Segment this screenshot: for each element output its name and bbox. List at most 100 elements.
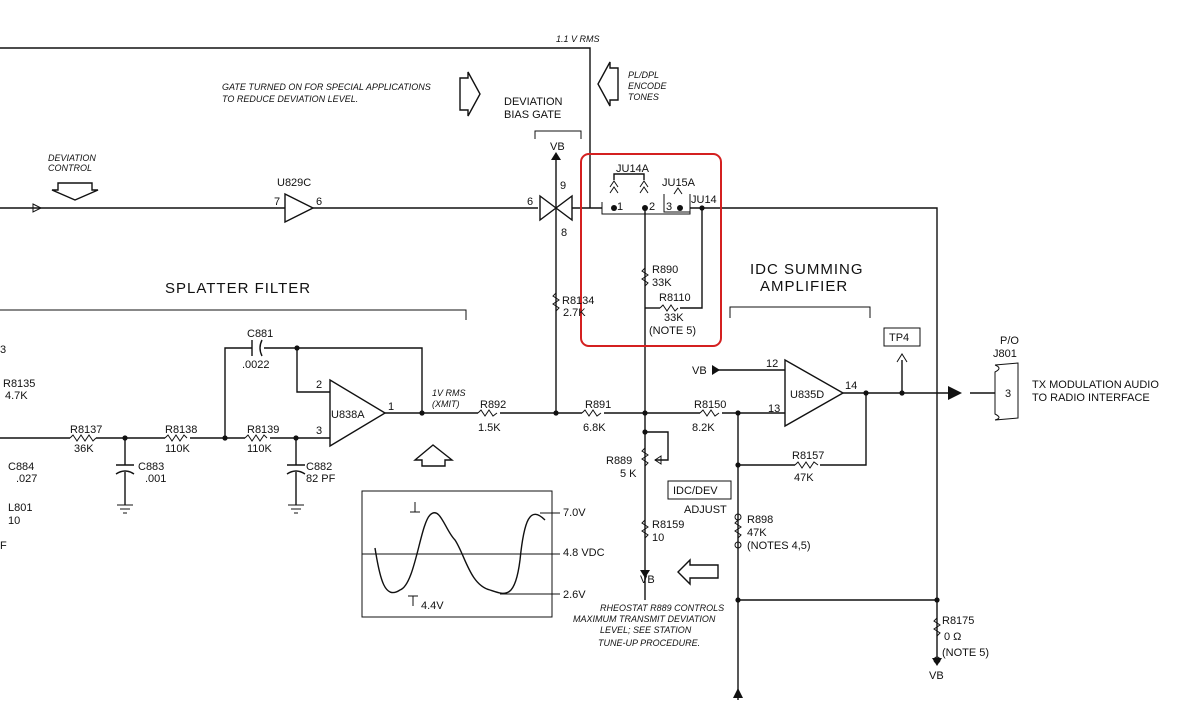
pin-7: 7 (274, 196, 280, 208)
rheo-line3: LEVEL; SEE STATION (600, 625, 692, 635)
label-r898: R898 (747, 514, 773, 526)
resistor-r8137 (69, 434, 97, 442)
label-r8150: R8150 (694, 399, 726, 411)
up-arrow-icon (413, 444, 455, 467)
resistor-r8159 (641, 519, 649, 539)
dev-ctrl-line1: DEVIATION (48, 153, 96, 163)
grounds (117, 504, 304, 514)
label-r8137: R8137 (70, 424, 102, 436)
label-c882: C882 (306, 461, 332, 473)
scope-inset (361, 490, 560, 618)
down-arrow-icon (51, 182, 99, 201)
label-r8157: R8157 (792, 450, 824, 462)
label-r8159: R8159 (652, 519, 684, 531)
left-arrow-icon (677, 558, 719, 586)
label-r8138: R8138 (165, 424, 197, 436)
scope-44v: 4.4V (421, 600, 444, 612)
tp4-arrow-icon (896, 353, 908, 363)
brackets (0, 130, 871, 320)
left-edge-b: 3 (0, 344, 6, 356)
label-c883: C883 (138, 461, 164, 473)
value-r8157: 47K (794, 472, 814, 484)
scope-26v: 2.6V (563, 589, 586, 601)
label-ju14a: JU14A (616, 163, 650, 175)
label-vb-amp: VB (692, 365, 707, 377)
label-idc-line1: IDC SUMMING (750, 261, 864, 278)
pin-14: 14 (845, 380, 857, 392)
up-arrow-icon (733, 688, 743, 698)
jumpers (601, 180, 691, 215)
note-r8175: (NOTE 5) (942, 647, 989, 659)
gate-note-line1: GATE TURNED ON FOR SPECIAL APPLICATIONS (222, 82, 431, 92)
value-l801: 10 (8, 515, 20, 527)
pin-6-gate: 6 (527, 196, 533, 208)
label-idc-line2: AMPLIFIER (760, 278, 848, 295)
value-c881: .0022 (242, 359, 270, 371)
resistor-r892 (477, 409, 498, 417)
ju-pin-2: 2 (649, 201, 655, 213)
label-tp4: TP4 (889, 332, 909, 344)
label-r8110: R8110 (659, 292, 691, 304)
resistor-r8139 (244, 434, 268, 442)
label-l801: L801 (8, 502, 32, 514)
resistor-r8134 (552, 292, 560, 312)
text-labels: 1.1 V RMS GATE TURNED ON FOR SPECIAL APP… (0, 34, 1159, 682)
buffer-u829c (284, 192, 315, 224)
value-r892: 1.5K (478, 422, 501, 434)
label-vb-r8159: VB (640, 574, 655, 586)
label-r8139: R8139 (247, 424, 279, 436)
resistor-r891 (581, 409, 602, 417)
jumper-ju14a-right (639, 180, 649, 194)
resistor-r8175 (933, 617, 941, 637)
value-c884: .027 (16, 473, 37, 485)
label-j801: J801 (993, 348, 1017, 360)
label-vb-gate: VB (550, 141, 565, 153)
rheo-line1: RHEOSTAT R889 CONTROLS (600, 603, 724, 613)
capacitor-c882-curve (286, 470, 306, 475)
resistor-r8110 (659, 304, 679, 312)
vb-arrow-icon (932, 658, 942, 666)
value-r8175: 0 Ω (944, 631, 961, 643)
dev-ctrl-line2: CONTROL (48, 163, 92, 173)
label-r8175: R8175 (942, 615, 974, 627)
gate-note-line2: TO REDUCE DEVIATION LEVEL. (222, 94, 358, 104)
amplifiers (32, 190, 845, 448)
highlight-box (580, 153, 722, 347)
transmission-gate (539, 194, 573, 222)
label-r891: R891 (585, 399, 611, 411)
junctions (122, 205, 940, 603)
pin-12: 12 (766, 358, 778, 370)
ground-icon (117, 504, 133, 514)
capacitor-c883-curve (115, 470, 135, 475)
label-note5-ju: (NOTE 5) (649, 325, 696, 337)
tx-line2: TO RADIO INTERFACE (1032, 392, 1150, 404)
rheo-line4: TUNE-UP PROCEDURE. (598, 638, 700, 648)
pin-13: 13 (768, 403, 780, 415)
output-arrow-icon (948, 386, 962, 400)
value-r890: 33K (652, 277, 672, 289)
tp4-box (883, 327, 921, 347)
label-u838a: U838A (331, 409, 365, 421)
label-ju15a: JU15A (662, 177, 696, 189)
resistor-r890 (641, 267, 649, 287)
ground-icon (288, 504, 304, 514)
jumper-ju14a-left (609, 180, 619, 194)
note-r898: (NOTES 4,5) (747, 540, 811, 552)
resistor-r8157 (794, 461, 819, 469)
wiper-arrow-r889 (654, 455, 662, 465)
label-r8134: R8134 (562, 295, 594, 307)
pl-line3: TONES (628, 92, 659, 102)
label-r889: R889 (606, 455, 632, 467)
resistor-r8138 (164, 434, 188, 442)
value-r8110: 33K (664, 312, 684, 324)
left-edge-f: F (0, 540, 7, 552)
label-splatter-filter: SPLATTER FILTER (165, 280, 311, 297)
dev-bias-line2: BIAS GATE (504, 109, 561, 121)
connector-j801 (994, 362, 1019, 421)
pl-line1: PL/DPL (628, 70, 659, 80)
opamp-u838a (329, 378, 387, 448)
label-r890: R890 (652, 264, 678, 276)
pin-3-u838: 3 (316, 425, 322, 437)
rms-xmit-line1: 1V RMS (432, 388, 466, 398)
